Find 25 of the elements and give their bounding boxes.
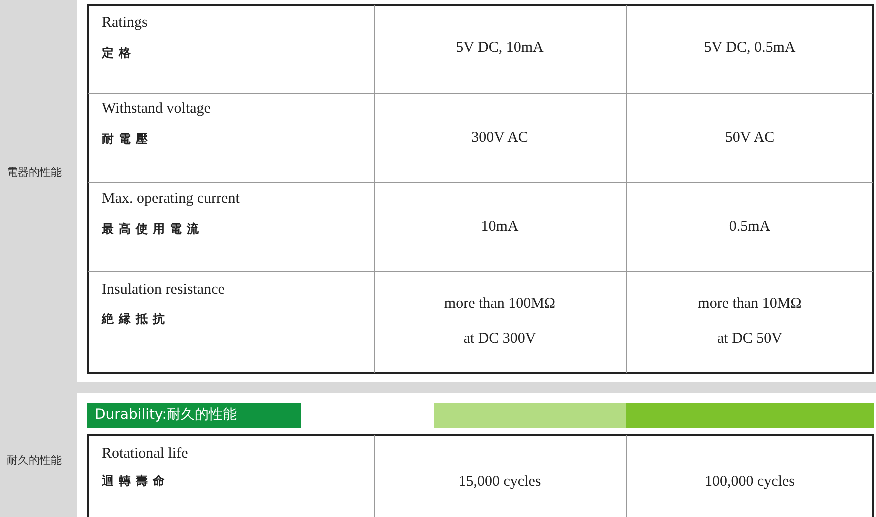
row-heading: Withstand voltage — [102, 101, 211, 118]
table-value: at DC 50V — [718, 331, 782, 348]
row-heading: Insulation resistance — [102, 282, 225, 299]
table-value: more than 10MΩ — [698, 296, 802, 313]
section-heading: Durability:耐久的性能 — [95, 406, 238, 424]
table-value: 100,000 cycles — [705, 474, 795, 491]
table-value: 5V DC, 10mA — [456, 40, 544, 57]
row-heading-translation: 定格 — [102, 45, 136, 62]
table-value: 15,000 cycles — [458, 474, 542, 491]
row-heading-translation: 最高使用電流 — [102, 221, 204, 238]
table-value: at DC 300V — [464, 331, 536, 348]
table-value: 5V DC, 0.5mA — [704, 40, 796, 57]
section-label: 電器的性能 — [7, 165, 62, 180]
row-heading-translation: 迴轉壽命 — [102, 473, 170, 490]
table-value: 50V AC — [725, 130, 775, 147]
row-heading-translation: 絶縁抵抗 — [102, 311, 170, 328]
row-heading: Ratings — [102, 15, 148, 32]
row-heading-translation: 耐電壓 — [102, 131, 153, 148]
row-heading: Rotational life — [102, 446, 188, 463]
table-value: 300V AC — [472, 130, 528, 147]
table-value: 10mA — [481, 219, 519, 236]
row-heading: Max. operating current — [102, 191, 240, 208]
section-label: 耐久的性能 — [7, 453, 62, 468]
table-value: 0.5mA — [729, 219, 771, 236]
table-value: more than 100MΩ — [444, 296, 556, 313]
